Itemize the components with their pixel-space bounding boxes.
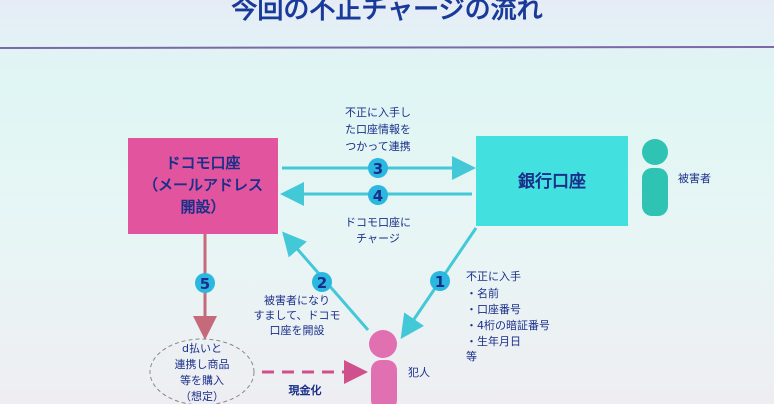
slide-title: 今回の不正チャージの流れ [231,0,542,25]
step-5-badge [195,273,215,293]
step-2-badge [312,272,332,292]
docomo-label-3: 開設） [180,198,225,216]
step2-text-1: 被害者になり [264,293,330,307]
bank-label: 銀行口座 [518,171,586,192]
step1-text-6: 等 [466,349,477,363]
step1-text-1: 不正に入手 [466,269,521,283]
step-3-badge [368,158,388,178]
step1-text-4: ・4桁の暗証番号 [466,318,550,332]
step2-text-3: 口座を開設 [270,323,325,337]
step2-text-2: すまして、ドコモ [253,309,340,322]
docomo-label-1: ドコモ口座 [165,154,240,172]
step3-text-2: た口座情報を [345,122,411,136]
step-2-number: 2 [317,274,327,292]
cash-out-label: 現金化 [289,383,322,397]
criminal-label: 犯人 [408,366,430,379]
bank-account-box [476,136,628,226]
step-4-number: 4 [373,187,383,205]
step-5-number: 5 [200,275,210,293]
step3-text-1: 不正に入手し [345,105,411,119]
criminal-icon [369,330,397,408]
purchase-text-1: d払いと [182,341,222,355]
step-3-number: 3 [373,160,383,178]
victim-label: 被害者 [678,171,711,185]
purchase-text-2: 連携し商品 [175,357,230,371]
step1-text-2: ・名前 [466,286,499,300]
step1-text-3: ・口座番号 [466,302,521,316]
step1-text-5: ・生年月日 [466,334,521,348]
title-divider [0,46,774,49]
step-1-number: 1 [435,273,445,291]
purchase-ellipse [149,338,255,406]
step4-text-2: チャージ [356,232,400,245]
purchase-text-4: （想定） [180,389,224,403]
step4-text-1: ドコモ口座に [345,215,411,229]
purchase-text-3: 等を購入 [180,373,224,387]
docomo-label-2: （メールアドレス [143,176,263,194]
step-1-badge [430,271,450,291]
step-4-badge [368,185,388,205]
step3-text-3: つかって連携 [345,139,410,153]
docomo-account-box [128,138,278,234]
victim-icon [642,139,668,216]
